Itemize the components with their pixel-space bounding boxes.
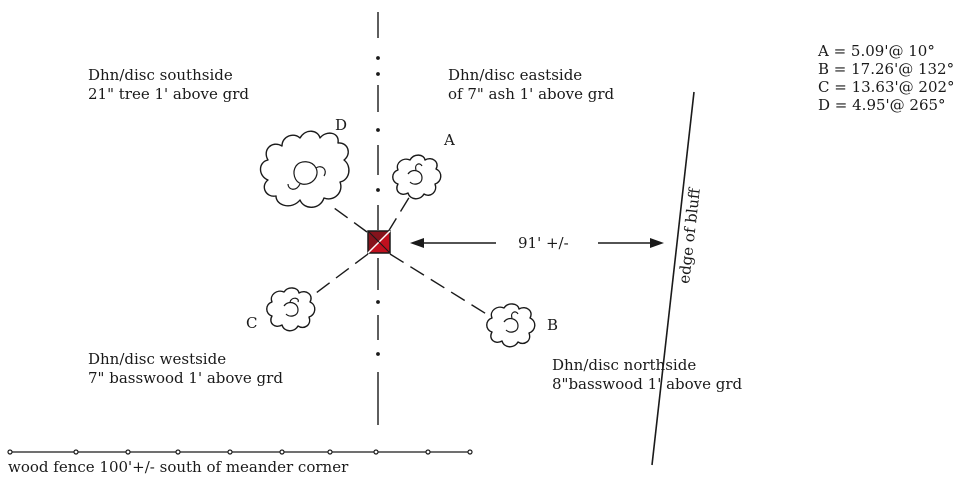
tree-label-b: B bbox=[547, 316, 559, 334]
tree-label-d: D bbox=[335, 116, 348, 134]
note-northside-line1: Dhn/disc northside bbox=[552, 356, 697, 374]
tree-label-a: A bbox=[444, 131, 455, 149]
note-eastside: Dhn/disc eastside of 7" ash 1' above grd bbox=[448, 66, 614, 104]
note-southside-line2: 21" tree 1' above grd bbox=[88, 85, 249, 103]
tie-line-a bbox=[387, 195, 411, 233]
tree-d-symbol bbox=[259, 130, 350, 208]
centerline bbox=[376, 12, 380, 425]
note-eastside-line1: Dhn/disc eastside bbox=[448, 66, 583, 84]
note-southside: Dhn/disc southside 21" tree 1' above grd bbox=[88, 66, 249, 104]
bearing-legend: A = 5.09'@ 10° B = 17.26'@ 132° C = 13.6… bbox=[818, 42, 955, 114]
legend-item-d: D = 4.95'@ 265° bbox=[818, 96, 946, 114]
monument-marker bbox=[367, 230, 391, 254]
tie-line-b bbox=[389, 253, 489, 316]
fence-label: wood fence 100'+/- south of meander corn… bbox=[8, 458, 349, 476]
legend-item-c: C = 13.63'@ 202° bbox=[818, 78, 955, 96]
tree-c-symbol bbox=[266, 287, 316, 332]
distance-label: 91' +/- bbox=[518, 234, 569, 252]
note-westside-line1: Dhn/disc westside bbox=[88, 350, 227, 368]
legend-item-a: A = 5.09'@ 10° bbox=[818, 42, 935, 60]
note-northside: Dhn/disc northside 8"basswood 1' above g… bbox=[552, 356, 742, 394]
tie-line-d bbox=[329, 204, 368, 233]
note-northside-line2: 8"basswood 1' above grd bbox=[552, 375, 743, 393]
note-southside-line1: Dhn/disc southside bbox=[88, 66, 233, 84]
tie-lines bbox=[311, 195, 489, 316]
note-westside: Dhn/disc westside 7" basswood 1' above g… bbox=[88, 350, 283, 388]
tree-label-c: C bbox=[246, 314, 258, 332]
tree-b-symbol bbox=[486, 303, 536, 348]
distance-dimension bbox=[410, 238, 664, 248]
fence-line bbox=[7, 449, 473, 455]
tree-a-symbol bbox=[392, 154, 442, 200]
tie-line-c bbox=[311, 253, 369, 297]
note-eastside-line2: of 7" ash 1' above grd bbox=[448, 85, 615, 103]
note-westside-line2: 7" basswood 1' above grd bbox=[88, 369, 283, 387]
legend-item-b: B = 17.26'@ 132° bbox=[818, 60, 955, 78]
bluff-line bbox=[651, 91, 695, 466]
